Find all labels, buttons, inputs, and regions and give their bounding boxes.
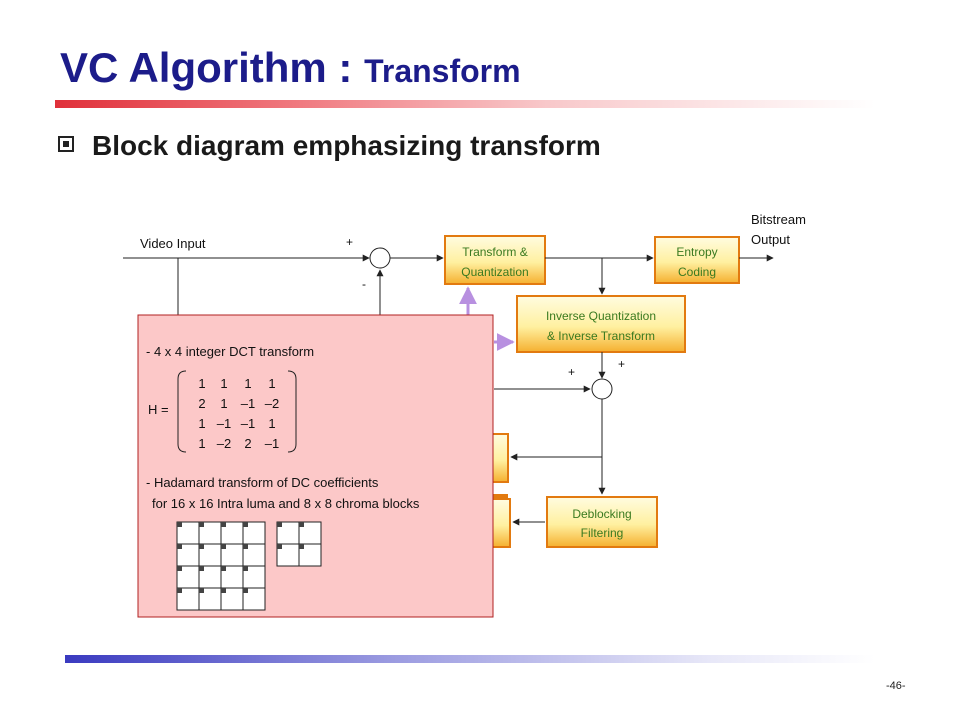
matrix-right-bracket: [287, 370, 297, 453]
matrix-cell: 2: [198, 396, 205, 411]
luma-dc-grid: [176, 521, 266, 611]
frame-memory-shadow: [482, 494, 508, 500]
entropy-label-1: Entropy: [676, 245, 717, 259]
panel-dct-text: - 4 x 4 integer DCT transform: [146, 344, 314, 359]
adder-node: [591, 378, 613, 400]
bitstream-label-2: Output: [751, 232, 790, 247]
transform-quantization-block: [444, 235, 546, 285]
matrix-cell: –1: [265, 436, 279, 451]
matrix-cell: –1: [217, 416, 231, 431]
matrix-cell: 1: [268, 416, 275, 431]
bitstream-label-1: Bitstream: [751, 212, 806, 227]
panel-hadamard-text: - Hadamard transform of DC coefficients: [146, 475, 379, 490]
matrix-row-3: 1 –1 –1 1: [198, 416, 275, 431]
entropy-label-2: Coding: [678, 265, 716, 279]
matrix-cell: 1: [220, 376, 227, 391]
title-sub: Transform: [364, 53, 521, 89]
matrix-cell: –2: [217, 436, 231, 451]
subtractor-node: [369, 247, 391, 269]
inverse-quantization-block: [516, 295, 686, 353]
footer-bar: [65, 655, 875, 663]
bullet-heading: Block diagram emphasizing transform: [58, 130, 601, 162]
matrix-cell: 1: [268, 376, 275, 391]
bullet-square-icon: [58, 136, 74, 152]
matrix-cell: 1: [220, 396, 227, 411]
title-main: VC Algorithm :: [60, 44, 365, 91]
adder-plus-left: +: [568, 365, 575, 379]
page-title: VC Algorithm : Transform: [60, 44, 521, 92]
bullet-text: Block diagram emphasizing transform: [92, 130, 601, 161]
adder-plus-top: +: [618, 357, 625, 371]
matrix-cell: –1: [241, 416, 255, 431]
subtractor-plus: +: [346, 235, 353, 249]
matrix-row-4: 1 –2 2 –1: [198, 436, 279, 451]
matrix-cell: –1: [241, 396, 255, 411]
matrix-row-2: 2 1 –1 –2: [198, 396, 279, 411]
matrix-cell: 2: [244, 436, 251, 451]
transform-label-1: Transform &: [462, 245, 528, 259]
entropy-coding-block: [654, 236, 740, 284]
matrix-cell: 1: [198, 436, 205, 451]
page-number: -46-: [886, 680, 906, 692]
chroma-dc-grid: [276, 521, 322, 567]
invq-label-1: Inverse Quantization: [546, 309, 656, 323]
title-underline: [55, 100, 875, 108]
matrix-label: H =: [148, 402, 169, 417]
matrix-cell: 1: [198, 416, 205, 431]
matrix-row-1: 1 1 1 1: [198, 376, 275, 391]
matrix-cell: 1: [198, 376, 205, 391]
matrix-cell: –2: [265, 396, 279, 411]
subtractor-minus: -: [362, 277, 366, 291]
transform-label-2: Quantization: [461, 265, 528, 279]
deblocking-filter-block: [546, 496, 658, 548]
video-input-label: Video Input: [140, 236, 206, 251]
deblock-label-2: Filtering: [581, 526, 624, 540]
invq-label-2: & Inverse Transform: [547, 329, 655, 343]
panel-blocks-text: for 16 x 16 Intra luma and 8 x 8 chroma …: [152, 496, 420, 511]
matrix-left-bracket: [177, 370, 187, 453]
matrix-cell: 1: [244, 376, 251, 391]
deblock-label-1: Deblocking: [572, 507, 631, 521]
